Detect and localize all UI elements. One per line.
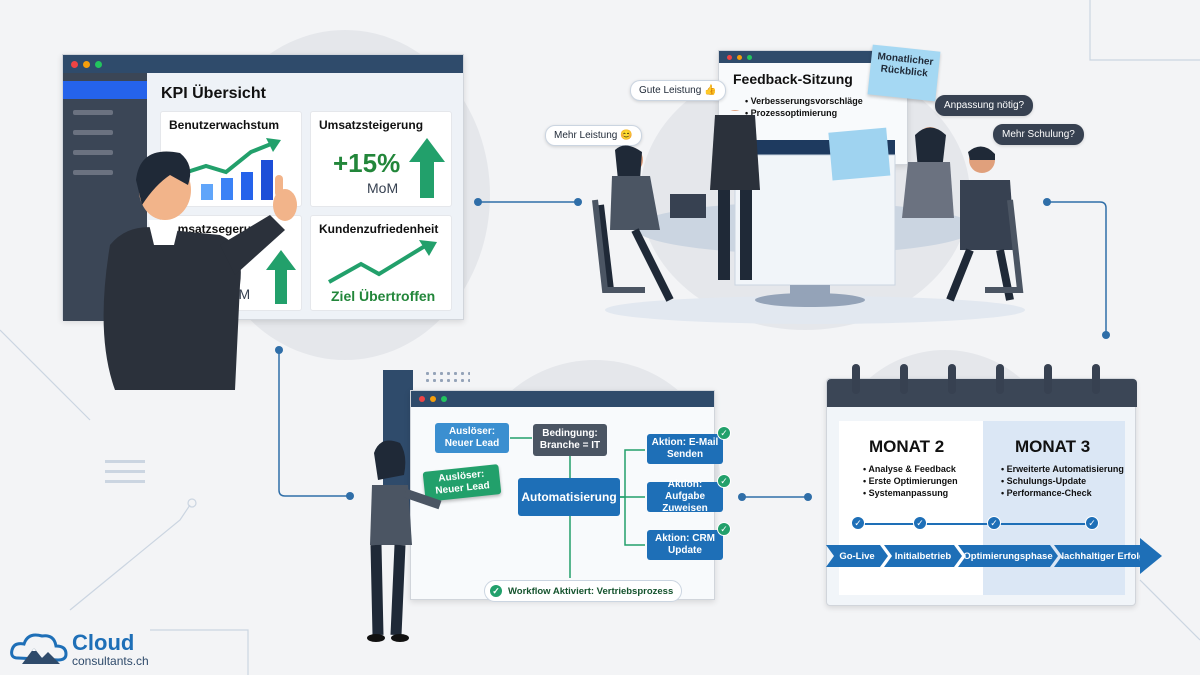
sidebar-item[interactable]: [73, 150, 113, 155]
close-dot[interactable]: [419, 396, 425, 402]
revenue-percent: +15%: [333, 148, 401, 178]
minimize-dot[interactable]: [430, 396, 436, 402]
card-revenue-increase[interactable]: Umsatzsteigerung +15% MoM: [310, 111, 452, 207]
window-titlebar: [63, 55, 463, 73]
sticky-note: Monatlicher Rückblick: [867, 44, 941, 102]
maximize-dot[interactable]: [747, 54, 752, 60]
meeting-point: Prozessoptimierung: [745, 107, 863, 119]
window-titlebar: [411, 391, 714, 407]
list-item: Erweiterte Automatisierung: [1001, 463, 1124, 475]
maximize-dot[interactable]: [441, 396, 447, 402]
check-icon: ✓: [489, 584, 503, 598]
timeline-step: Go-Live: [826, 545, 888, 567]
milestone-check-icon: ✓: [987, 516, 1001, 530]
minimize-dot[interactable]: [737, 54, 742, 60]
automation-node[interactable]: Automatisierung: [518, 478, 620, 516]
board-titlebar: [719, 51, 907, 63]
up-arrow-icon: [409, 138, 445, 198]
up-arrow-icon: [266, 250, 296, 304]
list-item: Schulungs-Update: [1001, 475, 1124, 487]
logo-domain: consultants.ch: [72, 654, 149, 668]
workflow-status-text: Workflow Aktiviert: Vertriebsprozess: [508, 585, 674, 597]
trend-line-icon: [328, 240, 437, 284]
milestone-line: [859, 523, 1093, 525]
dot-grid: [424, 370, 470, 384]
workflow-status-badge: ✓ Workflow Aktiviert: Vertriebsprozess: [484, 580, 683, 602]
sidebar-item[interactable]: [73, 110, 113, 115]
satisfaction-caption: Ziel Übertroffen: [331, 288, 436, 304]
card-title: Benutzerwachstum: [169, 118, 280, 132]
minimize-dot[interactable]: [83, 60, 90, 68]
list-item: Analyse & Feedback: [863, 463, 958, 475]
logo-name: Cloud: [72, 630, 135, 655]
month-2-list: Analyse & Feedback Erste Optimierungen S…: [863, 463, 958, 499]
action-node[interactable]: Aktion: Aufgabe Zuweisen: [647, 479, 723, 514]
calendar: MONAT 2 MONAT 3 Analyse & Feedback Erste…: [826, 378, 1137, 606]
meeting-points: Verbesserungsvorschläge Prozessoptimieru…: [745, 95, 863, 119]
list-item: Erste Optimierungen: [863, 475, 958, 487]
sidebar-item[interactable]: [73, 170, 113, 175]
timeline-arrowhead-icon: [1140, 538, 1162, 574]
card-satisfaction[interactable]: Kundenzufriedenheit Ziel Übertroffen: [310, 215, 452, 311]
speech-bubble: Mehr Leistung 😊: [545, 125, 642, 146]
sidebar-item[interactable]: [73, 130, 113, 135]
list-item: Systemanpassung: [863, 487, 958, 499]
sticky-note-text: Monatlicher Rückblick: [876, 51, 934, 80]
meeting-scene: [592, 110, 1025, 324]
meeting-point: Verbesserungsvorschläge: [745, 95, 863, 107]
calendar-header-bar: [827, 379, 1137, 407]
condition-node[interactable]: Bedingung: Branche = IT: [533, 424, 607, 456]
trigger-node[interactable]: Auslöser: Neuer Lead: [435, 423, 509, 453]
maximize-dot[interactable]: [95, 60, 102, 68]
month-3-title: MONAT 3: [1015, 437, 1091, 456]
timeline-step: Nachhaltiger Erfolg: [1054, 545, 1148, 567]
list-item: Performance-Check: [1001, 487, 1124, 499]
milestone-check-icon: ✓: [851, 516, 865, 530]
workflow-person: [367, 440, 442, 642]
timeline-step: Initialbetrieb: [884, 545, 962, 567]
kpi-title: KPI Übersicht: [161, 85, 266, 102]
check-icon: ✓: [717, 474, 731, 488]
speech-bubble: Gute Leistung 👍: [630, 80, 726, 101]
month-2-title: MONAT 2: [869, 437, 945, 456]
action-node[interactable]: Aktion: E-Mail Senden: [647, 434, 723, 464]
cloud-mountain-icon: [10, 633, 68, 664]
close-dot[interactable]: [727, 54, 732, 60]
speech-bubble: Mehr Schulung?: [993, 124, 1084, 145]
timeline-step: Optimierungsphase: [958, 545, 1058, 567]
action-node[interactable]: Aktion: CRM Update: [647, 530, 723, 560]
card-title: Umsatzsteigerung: [319, 118, 424, 132]
revenue-unit: MoM: [367, 180, 399, 196]
presenter-person: [103, 151, 297, 390]
check-icon: ✓: [717, 426, 731, 440]
speech-bubble: Anpassung nötig?: [935, 95, 1034, 116]
sidebar-item-active[interactable]: [63, 81, 147, 99]
month-3-list: Erweiterte Automatisierung Schulungs-Upd…: [1001, 463, 1124, 499]
check-icon: ✓: [717, 522, 731, 536]
calendar-rings: [852, 364, 1100, 394]
close-dot[interactable]: [71, 60, 78, 68]
card-title: Kundenzufriedenheit: [319, 222, 439, 236]
milestone-check-icon: ✓: [913, 516, 927, 530]
milestone-check-icon: ✓: [1085, 516, 1099, 530]
logo: Cloud consultants.ch: [8, 628, 158, 670]
growth-bar-chart-icon: [180, 138, 281, 200]
meeting-title: Feedback-Sitzung: [733, 71, 853, 87]
